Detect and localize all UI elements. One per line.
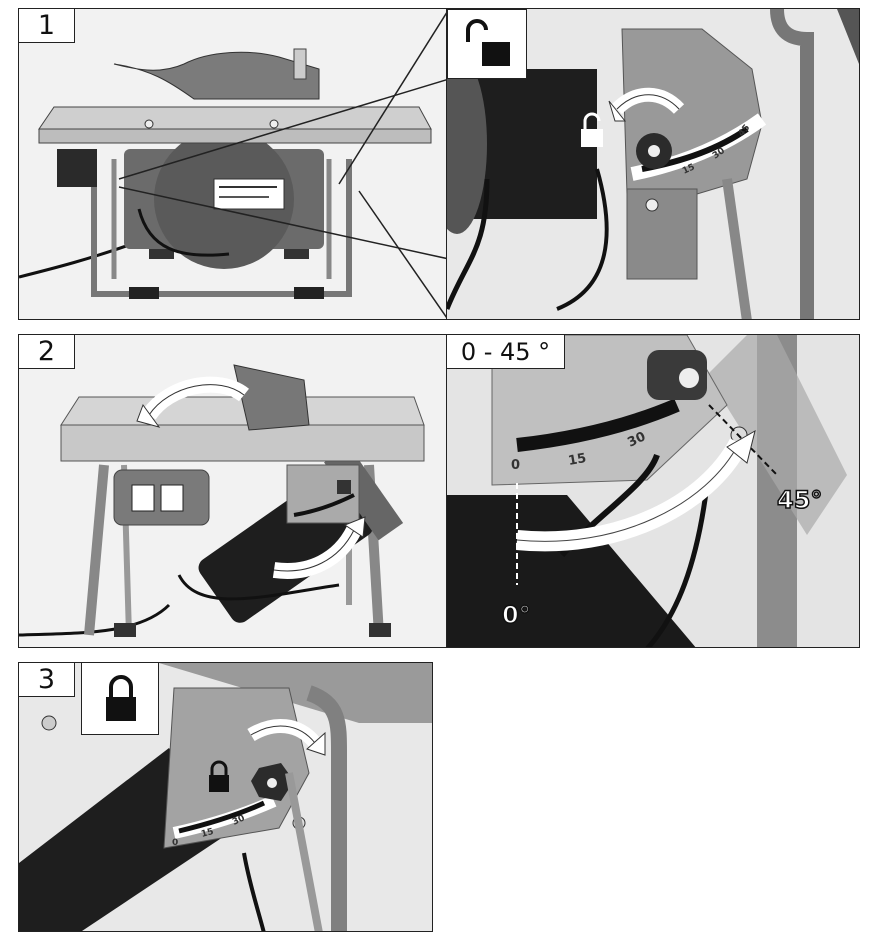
table-saw-tilted-blade <box>19 335 447 647</box>
step2-number-label: 2 <box>19 335 75 369</box>
angle-scale-detail-panel: 0 15 30 0° 45° 0 - 45 ° <box>446 334 860 648</box>
lock-icon-box <box>81 663 159 735</box>
step1-overview-panel: 1 <box>18 8 448 320</box>
bevel-lock-knob-photo: 15 30 45 <box>447 9 859 319</box>
scale-label: 0 <box>172 838 178 848</box>
scale-label: 30 <box>625 429 648 450</box>
table-saw-front-view <box>19 9 447 319</box>
step3-number-label: 3 <box>19 663 75 697</box>
angle-range-label: 0 - 45 ° <box>447 335 565 369</box>
scale-label: 15 <box>200 827 215 840</box>
scale-label: 30 <box>231 813 247 827</box>
unlock-padlock-icon <box>466 19 510 66</box>
step2-tilt-panel: 2 <box>18 334 448 648</box>
zero-degree-mark: 0° <box>502 601 531 629</box>
step1-number-label: 1 <box>19 9 75 43</box>
unlock-icon-box <box>447 9 527 79</box>
scale-label: 0 <box>511 458 520 473</box>
step3-lock-panel: 0 15 30 3 <box>18 662 433 932</box>
locked-padlock-icon <box>106 675 136 721</box>
scale-label: 15 <box>567 451 587 469</box>
forty-five-degree-mark: 45° <box>777 486 822 514</box>
scale-label: 15 <box>681 162 697 176</box>
step1-unlock-detail-panel: 15 30 45 <box>446 8 860 320</box>
bevel-angle-scale-closeup: 0 15 30 0° 45° <box>447 335 859 647</box>
